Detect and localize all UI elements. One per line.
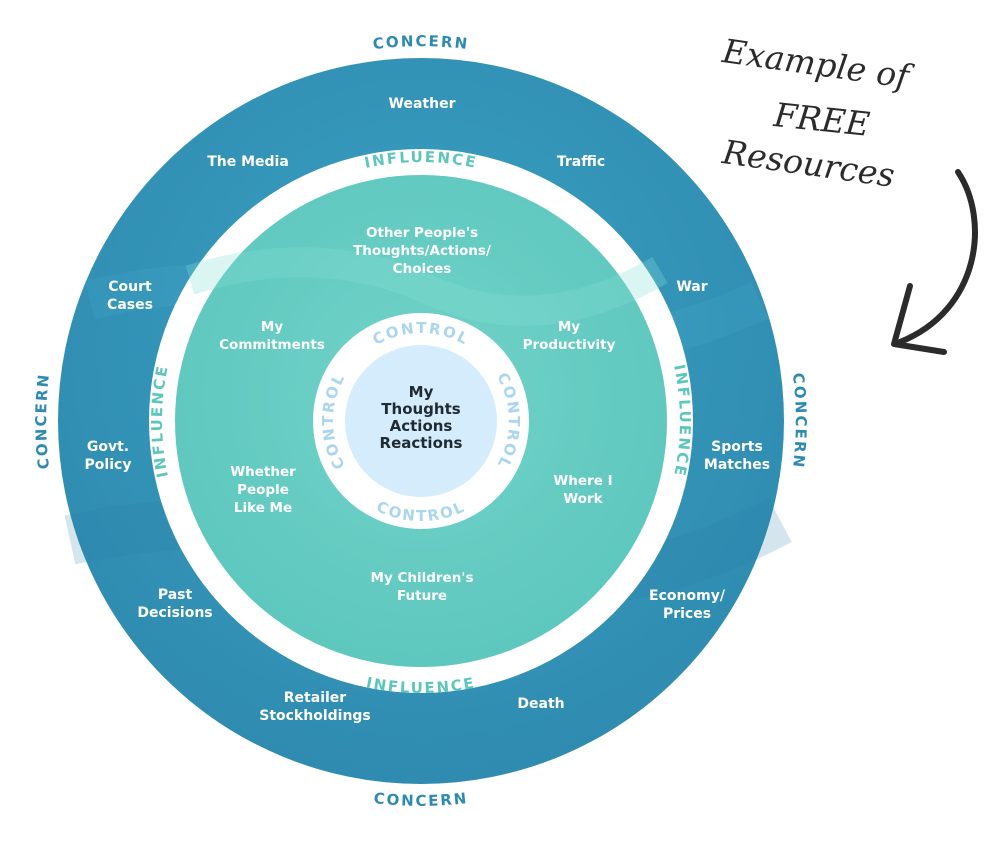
influence-item-my-childrens-future: My Children's Future [370,570,474,604]
concern-item-death: Death [517,696,565,712]
control-core-label: My Thoughts Actions Reactions [379,383,463,452]
concern-item-economy-prices: Economy/ Prices [649,588,725,622]
concern-label-top: CONCERN [372,32,470,53]
concern-item-the-media: The Media [207,154,289,170]
concern-label-right: CONCERN [789,372,810,470]
concern-label-left: CONCERN [32,372,53,470]
influence-label-top: INFLUENCE [363,148,479,172]
curved-arrow-icon [891,169,978,355]
concern-item-sports-matches: Sports Matches [703,439,771,473]
concern-item-weather: Weather [388,96,456,112]
influence-item-where-i-work: Where I Work [553,473,613,507]
influence-label-bottom: INFLUENCE [365,674,477,697]
concern-item-traffic: Traffic [556,154,606,170]
annotation-line-3: Resources [720,132,898,195]
influence-item-my-productivity: My Productivity [522,319,616,353]
influence-item-whether-people-like-me: Whether People Like Me [230,464,296,516]
concern-item-war: War [676,279,708,295]
influence-label-right: INFLUENCE [670,363,694,479]
concern-item-govt-policy: Govt. Policy [84,439,132,473]
concern-item-retailer-stockholdings: Retailer Stockholdings [259,690,371,724]
influence-item-my-commitments: My Commitments [219,319,325,353]
concern-item-court-cases: Court Cases [107,279,153,313]
concern-item-past-decisions: Past Decisions [137,587,213,621]
influence-label-left: INFLUENCE [148,363,172,479]
concern-label-bottom: CONCERN [373,789,469,810]
control-core [345,345,497,497]
annotation-line-2: FREE [772,95,872,144]
influence-item-other-peoples-choices: Other People's Thoughts/Actions/ Choices [353,225,491,277]
